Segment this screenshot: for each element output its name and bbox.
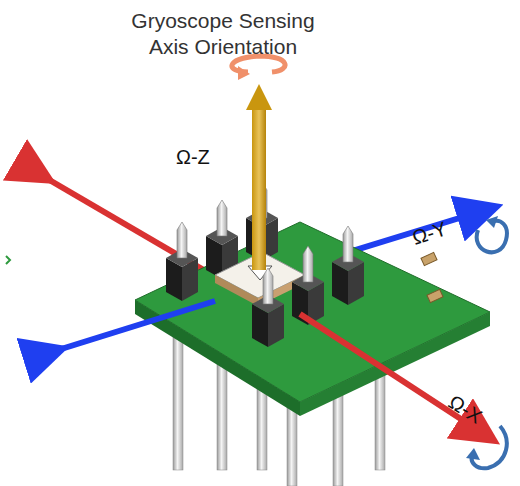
y-rotation-head: [486, 216, 498, 228]
gyro-chip-side: [215, 275, 258, 306]
smd-component: [427, 289, 443, 302]
x-axis: [300, 314, 490, 438]
header-pin: [217, 200, 227, 236]
axis-label: Ω-Z: [176, 146, 210, 168]
header-pin: [263, 268, 273, 304]
header-pin: [343, 226, 353, 262]
z-axis-head: [246, 84, 272, 110]
diagram-title: Gryoscope Sensing Axis Orientation: [118, 8, 328, 60]
y-axis: [58, 301, 215, 350]
x-rotation-arrow: [472, 426, 507, 468]
axis-label: Ω-X: [445, 390, 486, 427]
smd-component: [421, 252, 437, 265]
mark: [6, 256, 10, 264]
z-rotation-head: [238, 66, 250, 80]
header-pin: [173, 330, 183, 470]
axis-label: Ω-Y: [409, 217, 449, 249]
z-axis: [252, 108, 266, 270]
header-pin: [177, 222, 187, 258]
header-pin: [303, 246, 313, 282]
pin-headers: [252, 226, 364, 347]
x-rotation-head: [466, 448, 480, 460]
